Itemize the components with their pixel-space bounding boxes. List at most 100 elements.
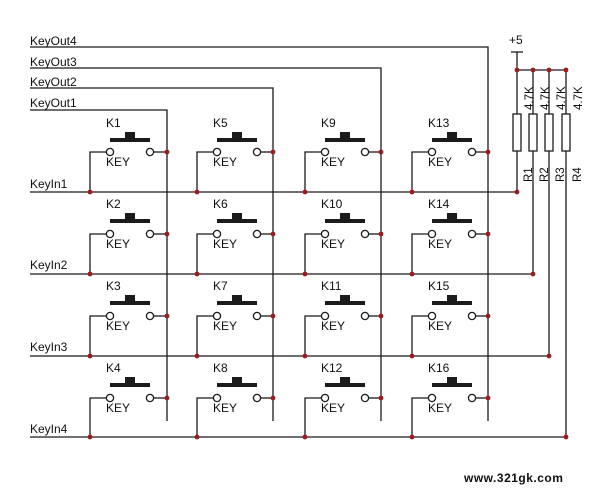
switch-pin bbox=[105, 147, 115, 157]
junction-dot bbox=[485, 395, 491, 401]
switch-label: K15 bbox=[428, 279, 450, 293]
switch-actuator bbox=[217, 301, 257, 305]
key-out-1-label: KeyOut1 bbox=[30, 96, 77, 110]
switch-lead bbox=[304, 151, 322, 192]
junction-dot bbox=[194, 271, 200, 277]
junction-dot bbox=[302, 353, 308, 359]
switch-pin bbox=[252, 311, 262, 321]
resistor-name: R1 bbox=[523, 167, 535, 182]
resistor-body bbox=[561, 113, 571, 152]
switch-button bbox=[125, 377, 135, 383]
junction-dot bbox=[302, 434, 308, 440]
switch-type-label: KEY bbox=[213, 401, 237, 415]
junction-dot bbox=[485, 149, 491, 155]
switch-pin bbox=[212, 393, 222, 403]
junction-dot bbox=[87, 271, 93, 277]
switch-type-label: KEY bbox=[321, 237, 345, 251]
switch-pin bbox=[105, 393, 115, 403]
key-out-2-label: KeyOut2 bbox=[30, 75, 77, 89]
switch-label: K8 bbox=[213, 361, 228, 375]
key-in-1-label: KeyIn1 bbox=[30, 177, 68, 191]
key-out-line bbox=[30, 87, 274, 421]
net-labels: KeyOut4 KeyOut3 KeyOut2 KeyOut1 KeyIn1 K… bbox=[30, 33, 523, 436]
junction-dot bbox=[409, 353, 415, 359]
junction-dot bbox=[270, 395, 276, 401]
junction-dot bbox=[164, 313, 170, 319]
switch-button bbox=[125, 213, 135, 219]
junction-dot bbox=[164, 395, 170, 401]
switch-lead bbox=[411, 151, 429, 192]
junction-dot bbox=[378, 395, 384, 401]
switch-actuator bbox=[110, 301, 150, 305]
switch-pin bbox=[467, 393, 477, 403]
resistor-name: R3 bbox=[555, 167, 567, 182]
switch-label: K6 bbox=[213, 197, 228, 211]
switch-pin bbox=[145, 393, 155, 403]
supply-label: +5 bbox=[509, 33, 523, 47]
switch-pin bbox=[467, 147, 477, 157]
switch-actuator bbox=[110, 219, 150, 223]
junction-dots bbox=[87, 67, 569, 440]
switch-type-label: KEY bbox=[321, 155, 345, 169]
switch-label: K13 bbox=[428, 116, 450, 130]
resistor-name: R4 bbox=[572, 167, 584, 182]
switch-actuator bbox=[110, 383, 150, 387]
junction-dot bbox=[270, 231, 276, 237]
switch-pin bbox=[252, 229, 262, 239]
switch-lead bbox=[89, 233, 107, 274]
switch-pin bbox=[360, 147, 370, 157]
resistor-body bbox=[544, 113, 554, 152]
switch-lead bbox=[304, 315, 322, 356]
switch-lead bbox=[196, 315, 214, 356]
switch-label: K9 bbox=[321, 116, 336, 130]
junction-dot bbox=[530, 67, 536, 73]
switch-pin bbox=[360, 393, 370, 403]
switch-button bbox=[232, 295, 242, 301]
switch-type-label: KEY bbox=[428, 401, 452, 415]
switch-type-label: KEY bbox=[106, 401, 130, 415]
junction-dot bbox=[409, 434, 415, 440]
junction-dot bbox=[530, 271, 536, 277]
junction-dot bbox=[378, 231, 384, 237]
switch-button bbox=[447, 295, 457, 301]
switch-button bbox=[232, 377, 242, 383]
switch-lead bbox=[196, 151, 214, 192]
switch-lead bbox=[304, 233, 322, 274]
switch-label: K14 bbox=[428, 197, 450, 211]
switch-pin bbox=[145, 311, 155, 321]
switch-actuator bbox=[217, 138, 257, 142]
switch-button bbox=[340, 377, 350, 383]
switch-button bbox=[125, 295, 135, 301]
switch-type-label: KEY bbox=[213, 237, 237, 251]
key-in-4-label: KeyIn4 bbox=[30, 422, 68, 436]
switch-actuator bbox=[325, 383, 365, 387]
switch-actuator bbox=[432, 138, 472, 142]
switch-type-label: KEY bbox=[321, 401, 345, 415]
key-out-3-label: KeyOut3 bbox=[30, 55, 77, 69]
switch-type-label: KEY bbox=[213, 319, 237, 333]
switch-lead bbox=[304, 397, 322, 437]
switch-button bbox=[232, 213, 242, 219]
junction-dot bbox=[409, 271, 415, 277]
switch-button bbox=[447, 213, 457, 219]
switch-lead bbox=[411, 233, 429, 274]
junction-dot bbox=[514, 67, 520, 73]
switch-actuator bbox=[325, 219, 365, 223]
switch-pin bbox=[360, 229, 370, 239]
switch-pin bbox=[467, 311, 477, 321]
switch-button bbox=[340, 213, 350, 219]
junction-dot bbox=[378, 313, 384, 319]
switch-label: K3 bbox=[106, 279, 121, 293]
resistor-value: 4.7K bbox=[573, 86, 585, 110]
junction-dot bbox=[87, 189, 93, 195]
switch-pin bbox=[320, 311, 330, 321]
